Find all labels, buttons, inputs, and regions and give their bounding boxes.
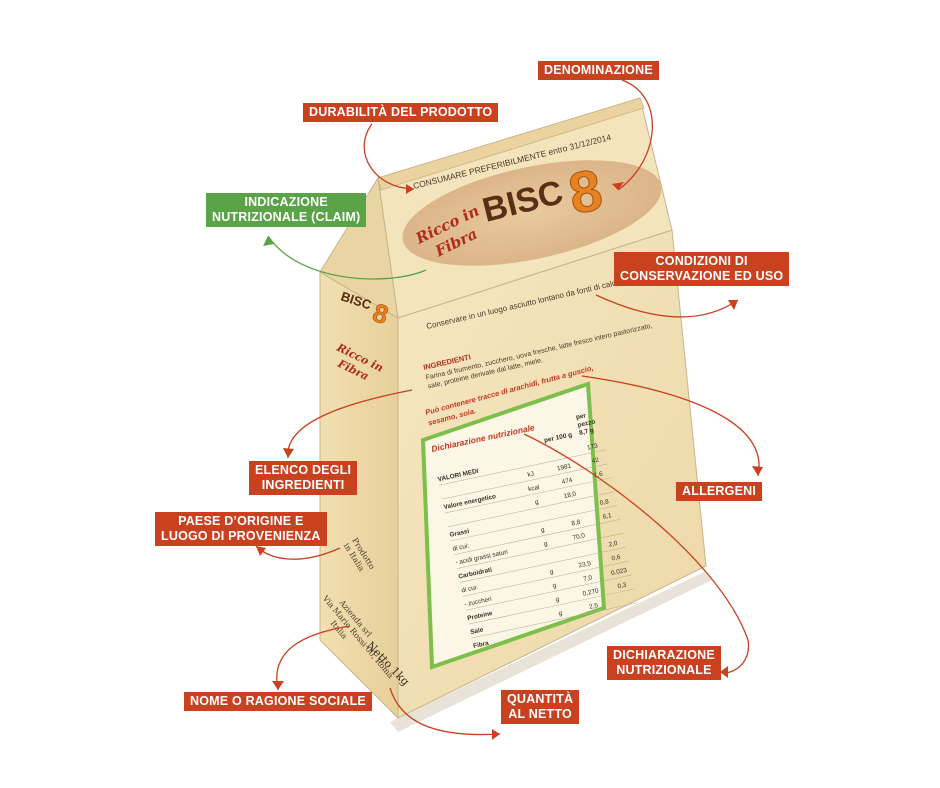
connector-claim xyxy=(267,235,427,280)
label-indicazione-line2: NUTRIZIONALE (CLAIM) xyxy=(212,210,361,224)
label-paese-line1: PAESE D’ORIGINE E xyxy=(178,514,304,528)
nutrition-cell-v100: 18,0 xyxy=(563,491,577,501)
nutrition-cell-v100: 23,5 xyxy=(578,560,592,570)
nutrition-row-divider xyxy=(450,505,618,542)
nutrition-panel-frame xyxy=(420,381,607,670)
nutrition-cell-v100: 1981 xyxy=(556,463,572,473)
connector-quantita xyxy=(389,687,501,736)
box-top-crease xyxy=(377,97,645,191)
nutrition-cell-vpiece: 173 xyxy=(587,442,599,451)
label-durabilita: DURABILITÀ DEL PRODOTTO xyxy=(303,103,499,122)
box-side-face xyxy=(319,271,399,720)
nutrition-row-divider xyxy=(453,519,621,555)
nutrition-cell-vpiece: 6,1 xyxy=(602,512,613,521)
nutrition-row-divider xyxy=(447,491,615,528)
label-indicazione-line1: INDICAZIONE xyxy=(244,195,328,209)
connector-allergeni xyxy=(581,375,760,477)
label-quantita-line2: AL NETTO xyxy=(508,707,572,721)
arrowhead-condizioni xyxy=(728,300,738,310)
label-dichiarazione-line1: DICHIARAZIONE xyxy=(613,648,715,662)
arrowhead-allergeni xyxy=(752,466,763,476)
connector-lines xyxy=(255,79,760,736)
arrowhead-dichiarazione xyxy=(720,666,728,678)
nutrition-cell-label: di cui: xyxy=(452,542,470,552)
nutrition-cell-v100: 70,0 xyxy=(572,532,586,542)
box-shadow xyxy=(390,572,712,732)
label-paese-line2: LUOGO DI PROVENIENZA xyxy=(161,529,321,543)
nutrition-cell-unit: g xyxy=(555,596,560,604)
nutrition-row-divider xyxy=(444,477,612,514)
nutrition-cell-unit: g xyxy=(543,540,548,548)
nutrition-cell-v100: 7,0 xyxy=(583,574,594,583)
label-allergeni: ALLERGENI xyxy=(676,482,763,501)
nutrition-row-divider xyxy=(441,463,609,500)
label-elenco-ingredienti: ELENCO DEGLI INGREDIENTI xyxy=(249,461,358,495)
nutrition-cell-vpiece: 0,3 xyxy=(617,581,628,590)
nutrition-cell-label: Sale xyxy=(470,626,485,636)
connector-durabilita xyxy=(363,123,415,190)
arrowhead-durabilita xyxy=(406,184,414,194)
label-condizioni-line2: CONSERVAZIONE ED USO xyxy=(620,269,784,283)
connector-dichiarazione xyxy=(523,433,750,674)
label-dichiarazione-nutrizionale: DICHIARAZIONE NUTRIZIONALE xyxy=(607,646,721,680)
label-denominazione: DENOMINAZIONE xyxy=(538,61,659,80)
connector-ingredienti xyxy=(287,389,413,459)
nutrition-row-divider xyxy=(468,588,635,625)
label-paese-origine: PAESE D’ORIGINE E LUOGO DI PROVENIENZA xyxy=(155,512,327,546)
connector-nome xyxy=(276,625,351,691)
nutrition-cell-vpiece: 42 xyxy=(591,457,600,465)
nutrition-cell-unit: g xyxy=(549,568,554,576)
nutrition-cell-v100: 8,8 xyxy=(571,519,582,528)
brand-oval xyxy=(402,160,662,266)
arrowhead-denominazione xyxy=(612,182,624,190)
nutrition-col-piece-3: 8,7 g xyxy=(579,427,595,437)
nutrition-row-divider xyxy=(462,560,630,597)
nutrition-cell-label: di cui: xyxy=(461,584,479,594)
arrowhead-claim xyxy=(263,236,274,246)
nutrition-cell-unit: g xyxy=(558,610,563,618)
nutrition-cell-vpiece: 0,023 xyxy=(610,567,628,577)
nutrition-col-piece-1: per xyxy=(575,412,587,421)
nutrition-cell-vpiece: 0,6 xyxy=(611,554,622,563)
arrowhead-nome xyxy=(272,681,284,690)
arrowhead-ingredienti xyxy=(283,448,294,458)
connector-condizioni xyxy=(595,294,739,318)
label-dichiarazione-line2: NUTRIZIONALE xyxy=(616,663,712,677)
nutrition-row-divider xyxy=(465,574,632,611)
nutrition-row-divider xyxy=(439,449,606,486)
label-quantita-line1: QUANTITÀ xyxy=(507,692,574,706)
nutrition-row-divider xyxy=(459,546,627,583)
nutrition-row-divider xyxy=(456,533,624,569)
label-nome-ragione-sociale: NOME O RAGIONE SOCIALE xyxy=(184,692,372,711)
nutrition-cell-v100: 2,5 xyxy=(589,602,600,611)
nutrition-cell-label: Fibra xyxy=(473,640,490,650)
label-elenco-line1: ELENCO DEGLI xyxy=(255,463,352,477)
nutrition-cell-unit: kcal xyxy=(528,484,541,493)
nutrition-cell-label: Grassi xyxy=(449,528,470,539)
label-indicazione-nutrizionale: INDICAZIONE NUTRIZIONALE (CLAIM) xyxy=(206,193,367,227)
nutrition-cell-v100: 474 xyxy=(561,477,573,486)
nutrition-row-divider xyxy=(471,602,638,639)
label-condizioni-line1: CONDIZIONI DI xyxy=(655,254,748,268)
connector-denominazione xyxy=(617,79,653,191)
arrowhead-paese xyxy=(256,546,266,556)
nutrition-cell-unit: kJ xyxy=(527,471,535,479)
arrowhead-quantita xyxy=(492,729,500,740)
nutrition-cell-vpiece: 2,0 xyxy=(608,540,619,549)
nutrition-col-piece-2: pezzo xyxy=(577,418,596,429)
nutrition-cell-vpiece: 0,8 xyxy=(599,498,610,507)
nutrition-cell-unit: g xyxy=(552,582,557,590)
connector-arrowheads xyxy=(256,182,763,740)
nutrition-cell-vpiece: 1,6 xyxy=(593,470,604,479)
nutrition-cell-unit: g xyxy=(534,499,539,507)
label-quantita-netto: QUANTITÀ AL NETTO xyxy=(501,690,580,724)
nutrition-cell-unit: g xyxy=(540,526,545,534)
nutrition-cell-v100: 0,270 xyxy=(582,587,600,597)
label-elenco-line2: INGREDIENTI xyxy=(261,478,345,492)
label-condizioni: CONDIZIONI DI CONSERVAZIONE ED USO xyxy=(614,252,790,286)
